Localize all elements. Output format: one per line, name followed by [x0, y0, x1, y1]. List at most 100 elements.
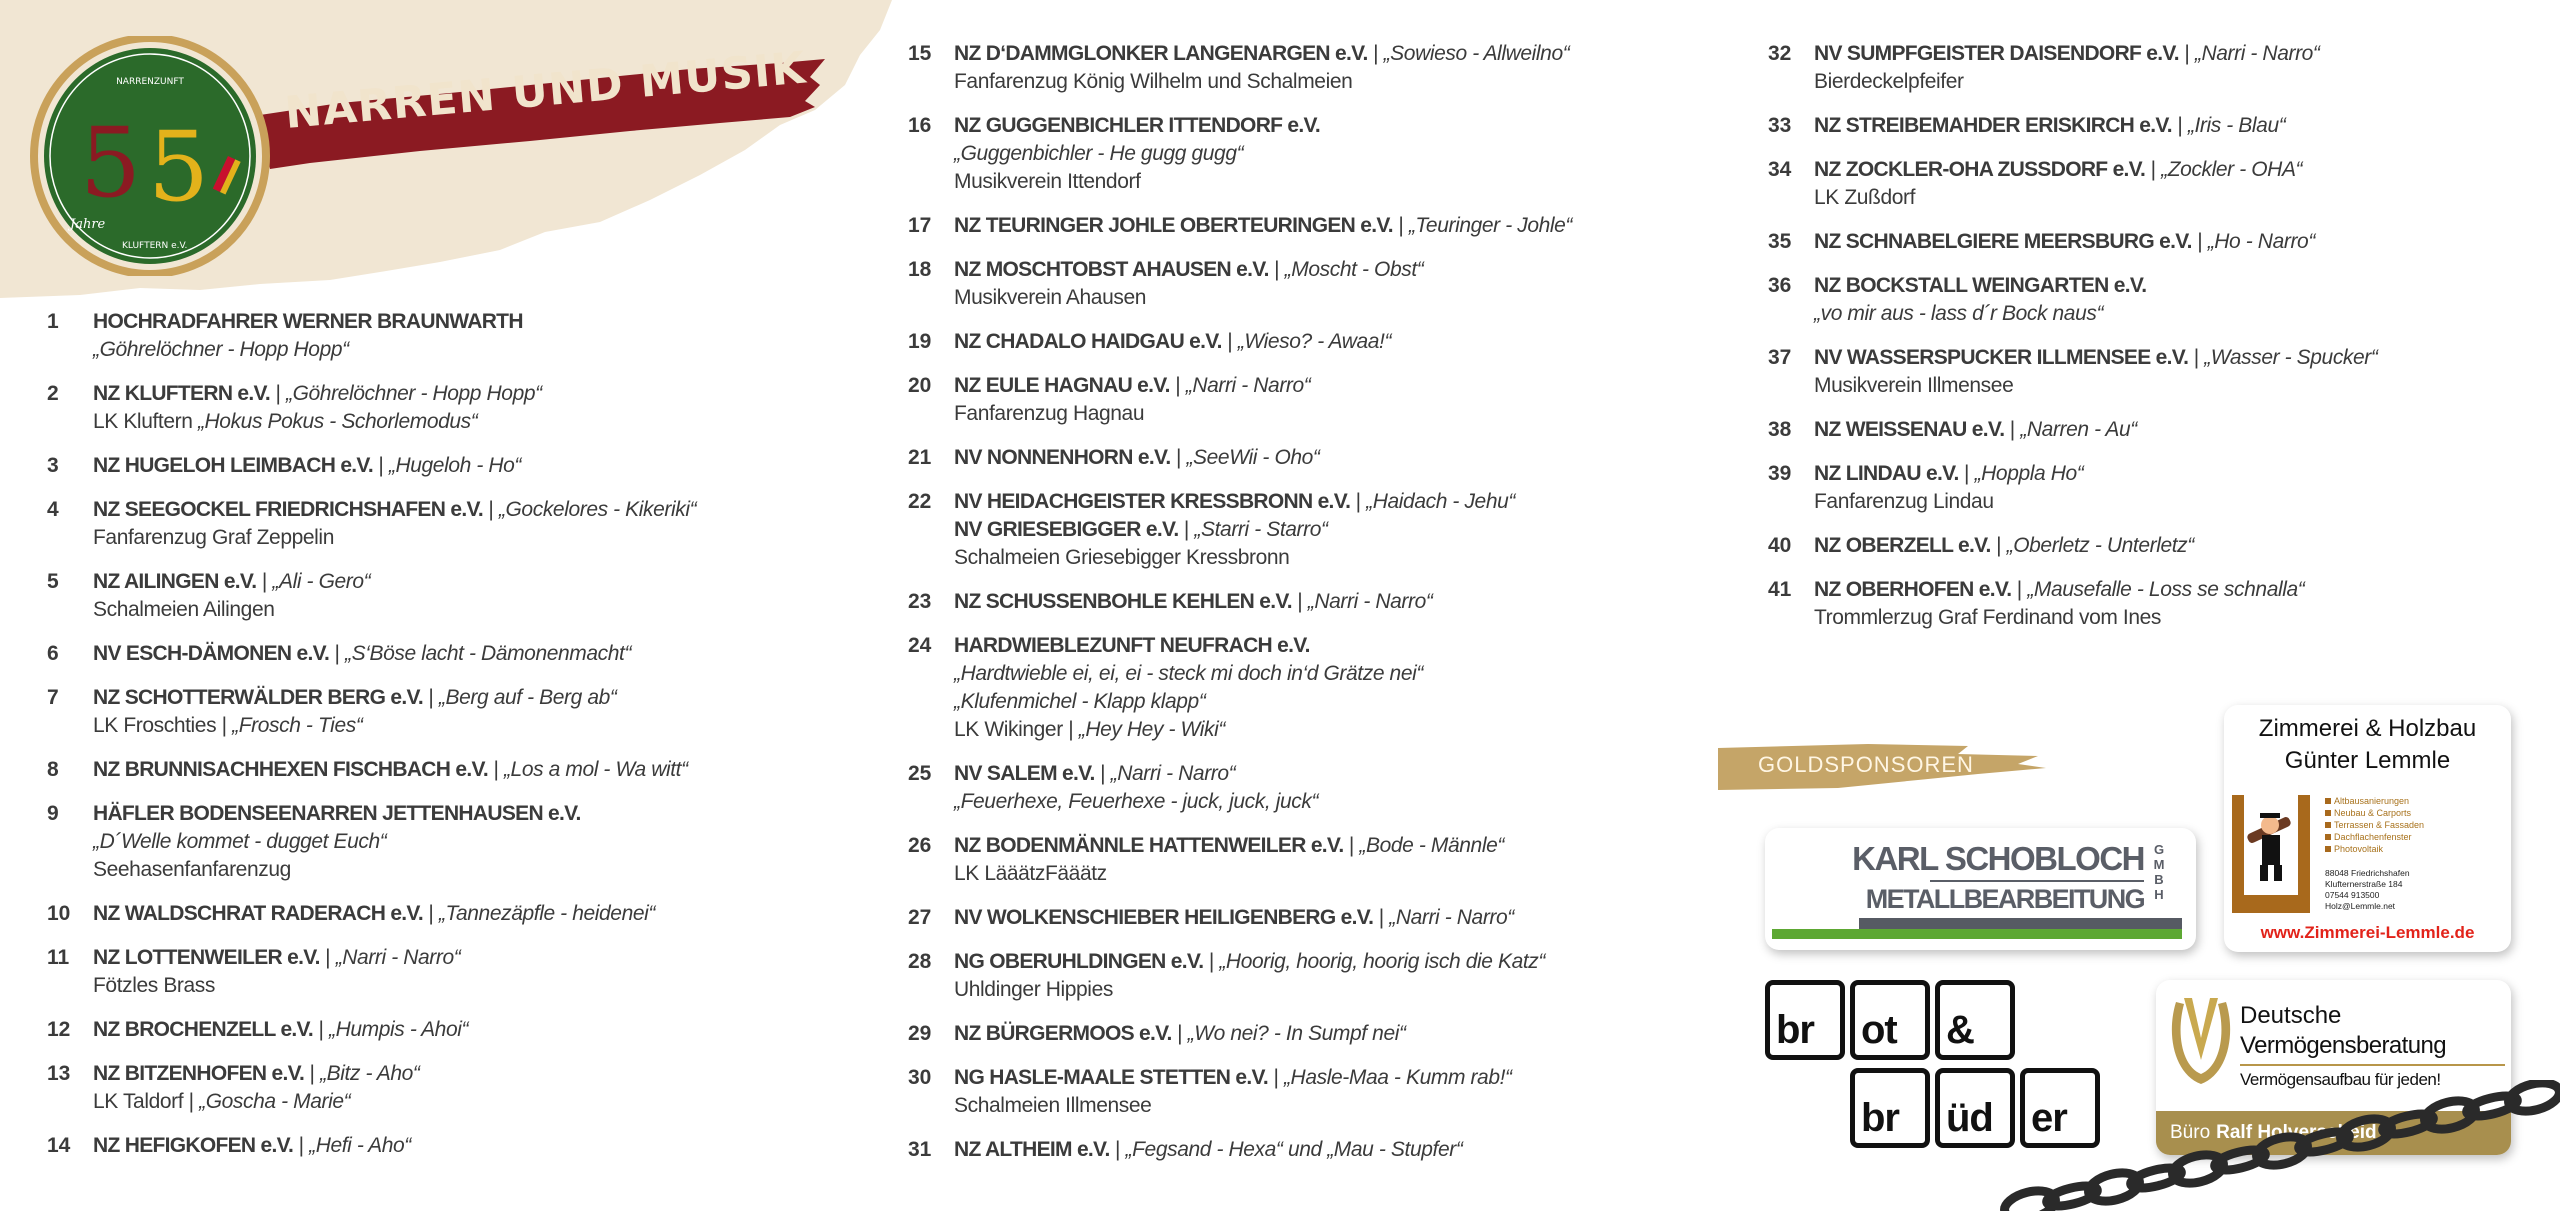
dvag-divider	[2240, 1064, 2505, 1066]
chain-link	[2126, 1163, 2186, 1193]
item-text: NZ BITZENHOFEN e.V. | „Bitz - Aho“LK Tal…	[93, 1060, 420, 1116]
karl-subtitle: METALLBEARBEITUNG	[1865, 884, 2146, 914]
item-title-line: NZ LINDAU e.V. | „Hoppla Ho“	[1814, 460, 2084, 488]
item-detail-line: „vo mir aus - lass d´r Bock naus“	[1814, 300, 2146, 328]
item-detail-line: „Göhrelöchner - Hopp Hopp“	[93, 336, 523, 364]
text: |	[422, 686, 439, 709]
item-text: NZ TEURINGER JOHLE OBERTEURINGEN e.V. | …	[954, 212, 1572, 240]
item-number: 18	[908, 258, 932, 281]
item-title-line: NZ MOSCHTOBST AHAUSEN e.V. | „Moscht - O…	[954, 256, 1424, 284]
text: |	[1958, 462, 1975, 485]
group-name: NZ BRUNNISACHHEXEN FISCHBACH e.V.	[93, 758, 489, 781]
text: |	[1392, 214, 1409, 237]
karl-gray-bar	[1859, 918, 2182, 929]
address-line: 88048 Friedrichshafen	[2325, 868, 2410, 878]
text: |	[1170, 446, 1187, 469]
text: LK Taldorf |	[93, 1090, 200, 1113]
logo-arc-top: NARRENZUNFT	[116, 77, 184, 87]
item-text: NZ CHADALO HAIDGAU e.V. | „Wieso? - Awaa…	[954, 328, 1391, 356]
item-detail-line: „Feuerhexe, Feuerhexe - juck, juck, juck…	[954, 788, 1318, 816]
group-name: NZ TEURINGER JOHLE OBERTEURINGEN e.V.	[954, 214, 1394, 237]
text: |	[319, 946, 336, 969]
brot-cell-text: er	[2031, 1096, 2068, 1140]
item-number: 27	[908, 906, 932, 929]
item-detail-line: Schalmeien Griesebigger Kressbronn	[954, 544, 1515, 572]
text: Schalmeien Illmensee	[954, 1094, 1152, 1117]
group-name: NZ GUGGENBICHLER ITTENDORF e.V.	[954, 114, 1321, 137]
chain-link	[2504, 1080, 2560, 1116]
item-title-line: NZ D‘DAMMGLONKER LANGENARGEN e.V. | „Sow…	[954, 40, 1570, 68]
text: |	[1343, 834, 1360, 857]
group-name: NZ BOCKSTALL WEINGARTEN e.V.	[1814, 274, 2147, 297]
item-detail-line: Musikverein Illmensee	[1814, 372, 2378, 400]
sponsor-karl-schobloch[interactable]: KARL SCHOBLOCH METALLBEARBEITUNG GMBH	[1765, 828, 2196, 950]
dvag-v-logo-icon	[2171, 998, 2231, 1084]
item-text: NZ BOCKSTALL WEINGARTEN e.V. „vo mir aus …	[1814, 272, 2147, 328]
sponsor-zimmerei-lemmle[interactable]: Zimmerei & Holzbau Günter Lemmle Altbaus…	[2224, 705, 2511, 952]
motto: „Narri - Narro“	[2194, 42, 2320, 65]
motto: „Iris - Blau“	[2187, 114, 2286, 137]
text: |	[2145, 158, 2162, 181]
motto: „Bitz - Aho“	[320, 1062, 420, 1085]
list-column-1: 1 HOCHRADFAHRER WERNER BRAUNWARTH „Göhrelö…	[47, 308, 697, 1176]
brot-cell-text: ot	[1861, 1008, 1898, 1052]
motto: „Goscha - Marie“	[199, 1090, 351, 1113]
group-name: NZ ZOCKLER-OHA ZUSSDORF e.V.	[1814, 158, 2146, 181]
text: Schalmeien Griesebigger Kressbronn	[954, 546, 1290, 569]
item-detail-line: Schalmeien Illmensee	[954, 1092, 1512, 1120]
item-text: NZ BODENMÄNNLE HATTENWEILER e.V. | „Bode…	[954, 832, 1504, 888]
brot-cell-text: üd	[1946, 1096, 1994, 1140]
title-banner-brush	[260, 59, 825, 169]
zimmerei-url[interactable]: www.Zimmerei-Lemmle.de	[2260, 923, 2475, 942]
item-text: NZ BRUNNISACHHEXEN FISCHBACH e.V. | „Los…	[93, 756, 688, 784]
group-name: NZ BÜRGERMOOS e.V.	[954, 1022, 1172, 1045]
item-number: 38	[1768, 418, 1792, 441]
zimmerei-title-1: Zimmerei & Holzbau	[2258, 715, 2477, 742]
text: |	[1171, 1022, 1188, 1045]
item-title-line: NZ WALDSCHRAT RADERACH e.V. | „Tannezäpf…	[93, 900, 655, 928]
item-title-line: NV SALEM e.V. | „Narri - Narro“	[954, 760, 1318, 788]
group-name: NV ESCH-DÄMONEN e.V.	[93, 642, 330, 665]
list-item: 1 HOCHRADFAHRER WERNER BRAUNWARTH „Göhrelö…	[47, 308, 696, 364]
group-name: HOCHRADFAHRER WERNER BRAUNWARTH	[93, 310, 523, 333]
group-name: HÄFLER BODENSEENARREN JETTENHAUSEN e.V.	[93, 802, 581, 825]
text: |	[1990, 534, 2007, 557]
karl-name: KARL SCHOBLOCH	[1852, 840, 2145, 877]
motto: „Mausefalle - Loss se schnalla“	[2027, 578, 2305, 601]
item-detail-line: Fanfarenzug Lindau	[1814, 488, 2083, 516]
item-number: 36	[1768, 274, 1792, 297]
item-text: NZ D‘DAMMGLONKER LANGENARGEN e.V. | „Sow…	[954, 40, 1570, 96]
group-name: HARDWIEBLEZUNFT NEUFRACH e.V.	[954, 634, 1310, 657]
sponsor-brot-und-brueder[interactable]: br ot & br üd er	[1765, 980, 2125, 1158]
motto: „Narri - Narro“	[335, 946, 461, 969]
item-title-line: NZ GUGGENBICHLER ITTENDORF e.V.	[954, 112, 1321, 140]
item-text: NZ GUGGENBICHLER ITTENDORF e.V.„Guggenbi…	[954, 112, 1321, 196]
text: |	[1268, 1066, 1284, 1089]
item-title-line: NG HASLE-MAALE STETTEN e.V. | „Hasle-Maa…	[954, 1064, 1512, 1092]
item-detail-line: Schalmeien Ailingen	[93, 596, 370, 624]
item-number: 22	[908, 490, 932, 513]
motto: „Göhrelöchner - Hopp Hopp“	[285, 382, 542, 405]
item-number: 1	[47, 310, 59, 333]
item-title-line: NZ KLUFTERN e.V. | „Göhrelöchner - Hopp …	[93, 380, 542, 408]
item-number: 15	[908, 42, 932, 65]
item-number: 34	[1768, 158, 1792, 181]
item-text: NZ HUGELOH LEIMBACH e.V. | „Hugeloh - Ho…	[93, 452, 521, 480]
item-text: NG OBERUHLDINGEN e.V. | „Hoorig, hoorig,…	[954, 948, 1545, 1004]
motto: „Hasle-Maa - Kumm rab!“	[1283, 1066, 1512, 1089]
sponsor-deutsche-vermoegensberatung[interactable]: Deutsche Vermögensberatung Vermögensaufb…	[2156, 980, 2511, 1155]
logo-jahre: Jahre	[67, 217, 106, 232]
